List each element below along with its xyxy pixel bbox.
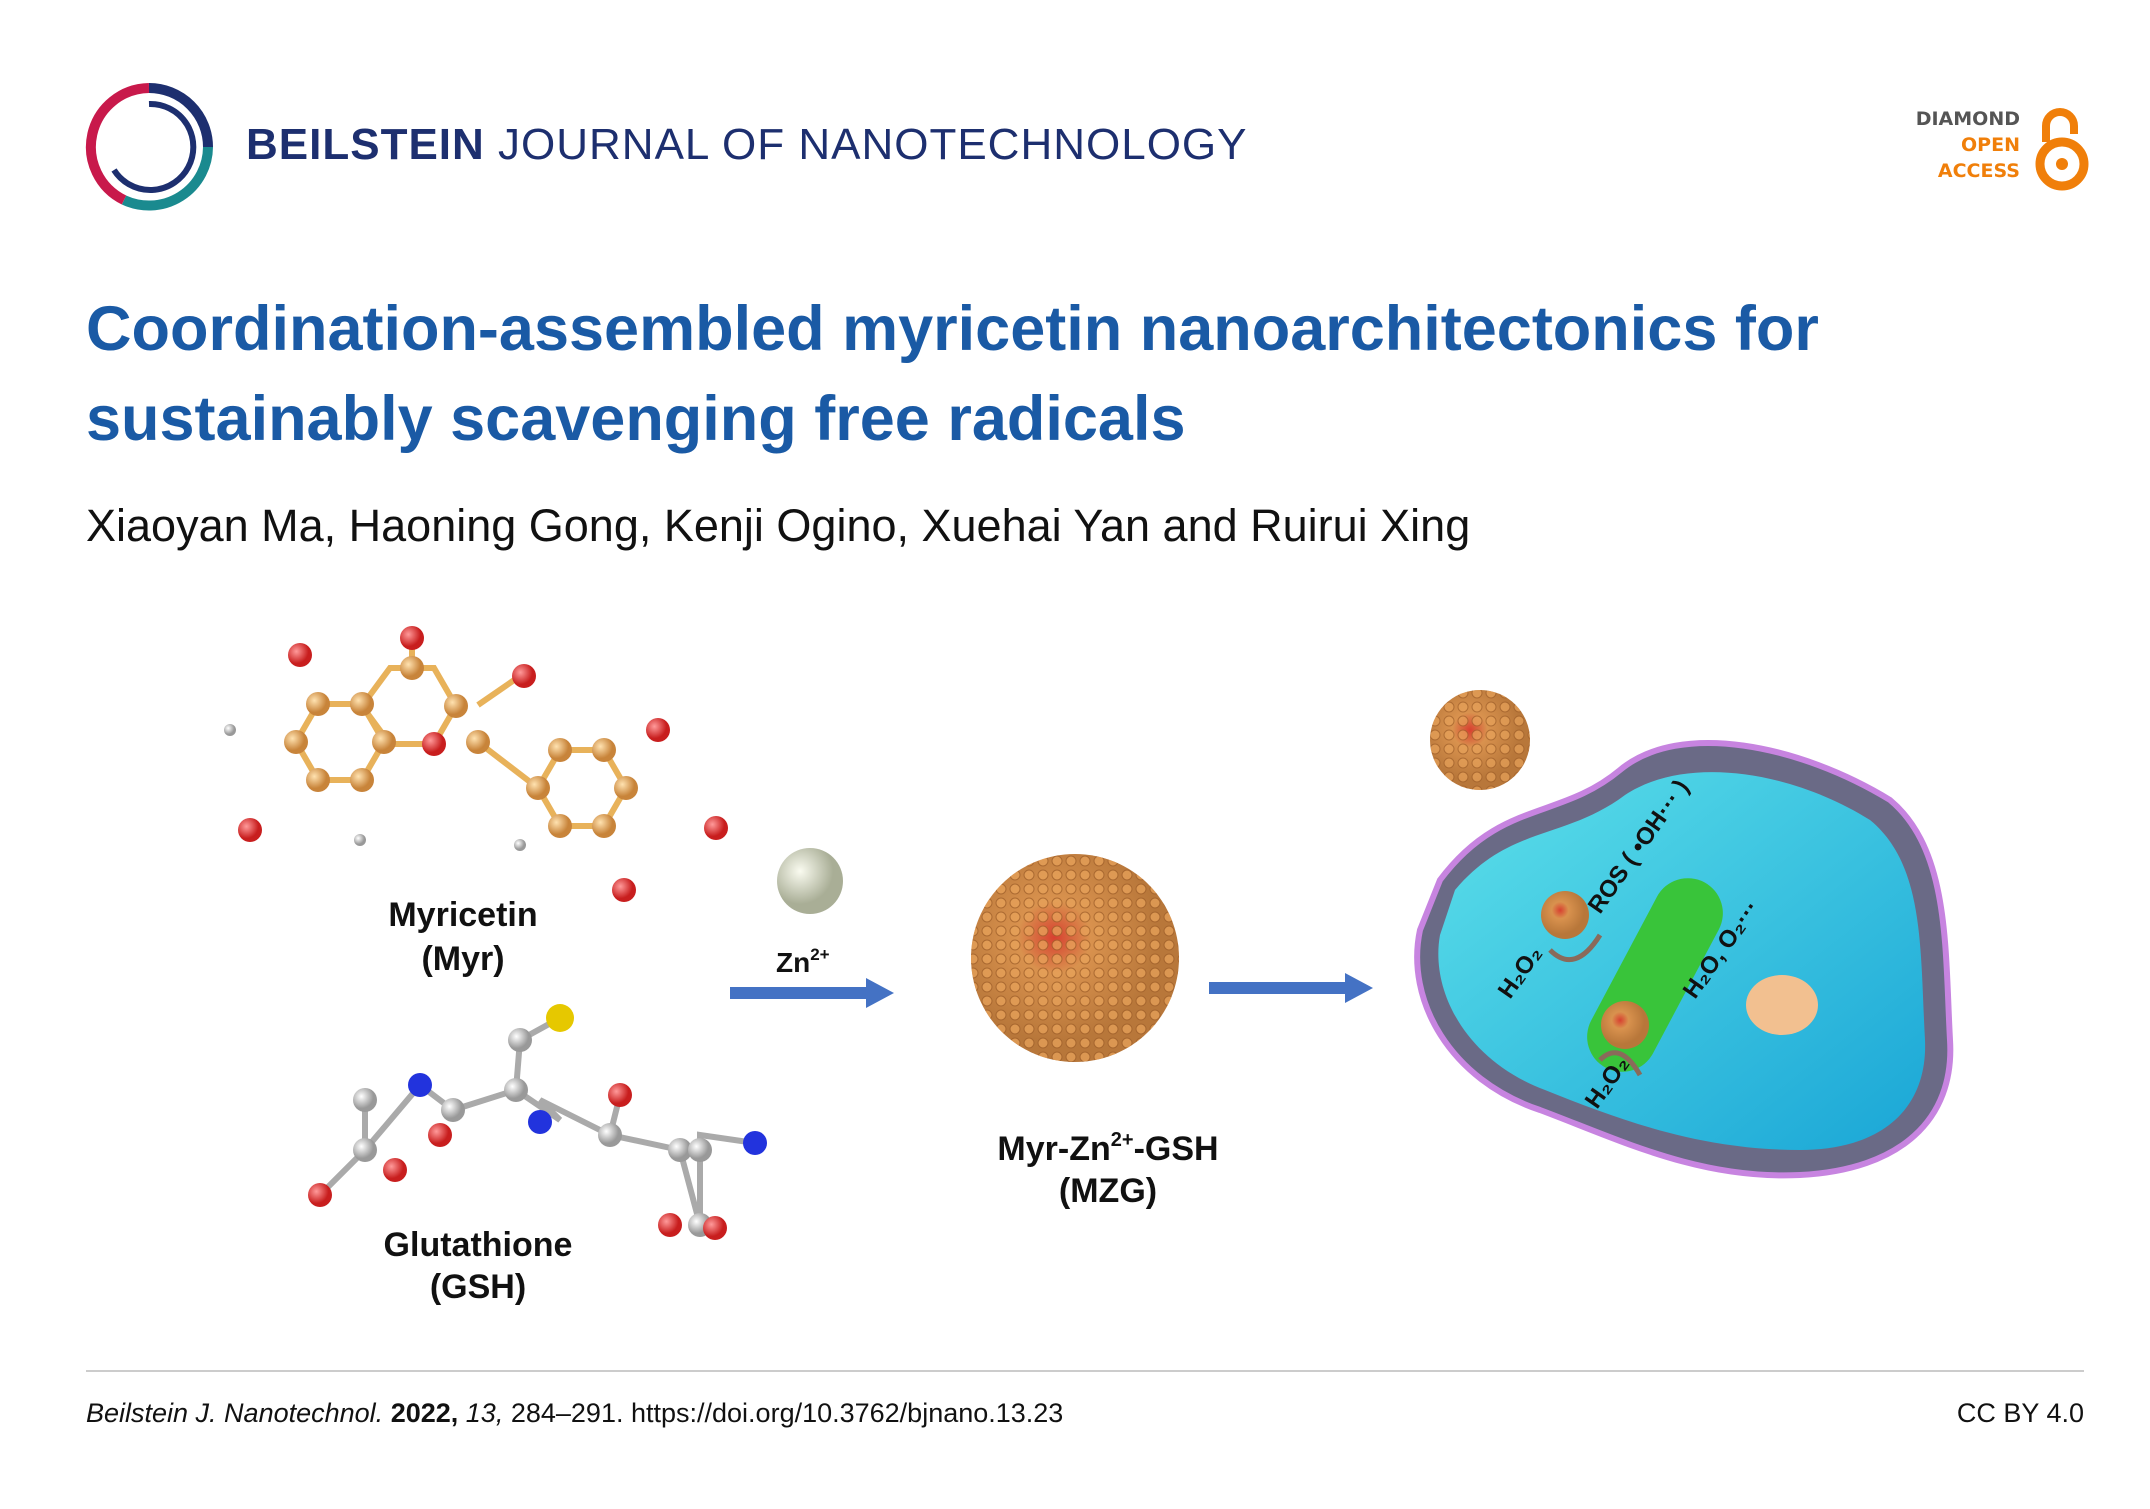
nanoparticle-on-mitochondrion: [1601, 1001, 1649, 1049]
glutathione-label: Glutathione: [384, 1226, 573, 1264]
nanoparticle-in-cell: [1541, 891, 1589, 939]
oa-line1: DIAMOND: [1915, 108, 2020, 130]
degraded-nanoparticle: [1746, 975, 1818, 1035]
title-line-1: Coordination-assembled myricetin nanoarc…: [86, 294, 1819, 364]
journal-name-bold: BEILSTEIN: [246, 120, 485, 169]
mzg-abbr: (MZG): [1059, 1172, 1157, 1210]
myricetin-atoms: [224, 626, 728, 902]
diamond-open-access-badge: DIAMOND OPEN ACCESS: [1900, 104, 2090, 194]
footer-divider: [86, 1370, 2084, 1372]
citation-volume: 13,: [465, 1398, 504, 1428]
zinc-ion: [777, 848, 843, 914]
mzg-label: Myr-Zn2+-GSH: [997, 1129, 1218, 1168]
citation-year: 2022,: [390, 1398, 459, 1428]
journal-name: BEILSTEIN JOURNAL OF NANOTECHNOLOGY: [246, 120, 1247, 170]
authors: Xiaoyan Ma, Haoning Gong, Kenji Ogino, X…: [86, 500, 1471, 551]
arrow-right-icon: [730, 973, 1373, 1008]
oa-line3: ACCESS: [1937, 160, 2020, 182]
zn-label: Zn2+: [776, 945, 830, 978]
glutathione-abbr: (GSH): [430, 1268, 526, 1306]
graphical-abstract: Myricetin (Myr) Glutathione (GSH) Zn2+ M…: [224, 626, 1954, 1306]
citation: Beilstein J. Nanotechnol. 2022, 13, 284–…: [86, 1398, 1063, 1429]
myricetin-molecule: [292, 640, 630, 829]
article-title: Coordination-assembled myricetin nanoarc…: [86, 284, 2086, 464]
citation-pages: 284–291.: [510, 1398, 624, 1428]
doi-link[interactable]: https://doi.org/10.3762/bjnano.13.23: [630, 1398, 1064, 1428]
title-line-2: sustainably scavenging free radicals: [86, 384, 1186, 454]
oa-line2: OPEN: [1961, 134, 2020, 156]
myricetin-abbr: (Myr): [421, 940, 504, 978]
license: CC BY 4.0: [1956, 1398, 2084, 1428]
myricetin-label: Myricetin: [388, 896, 537, 934]
journal-name-rest: JOURNAL OF NANOTECHNOLOGY: [498, 120, 1248, 169]
citation-journal: Beilstein J. Nanotechnol.: [86, 1398, 384, 1428]
glutathione-atoms: [308, 1004, 767, 1240]
open-lock-icon: [2035, 108, 2089, 191]
journal-logo: [85, 83, 213, 211]
